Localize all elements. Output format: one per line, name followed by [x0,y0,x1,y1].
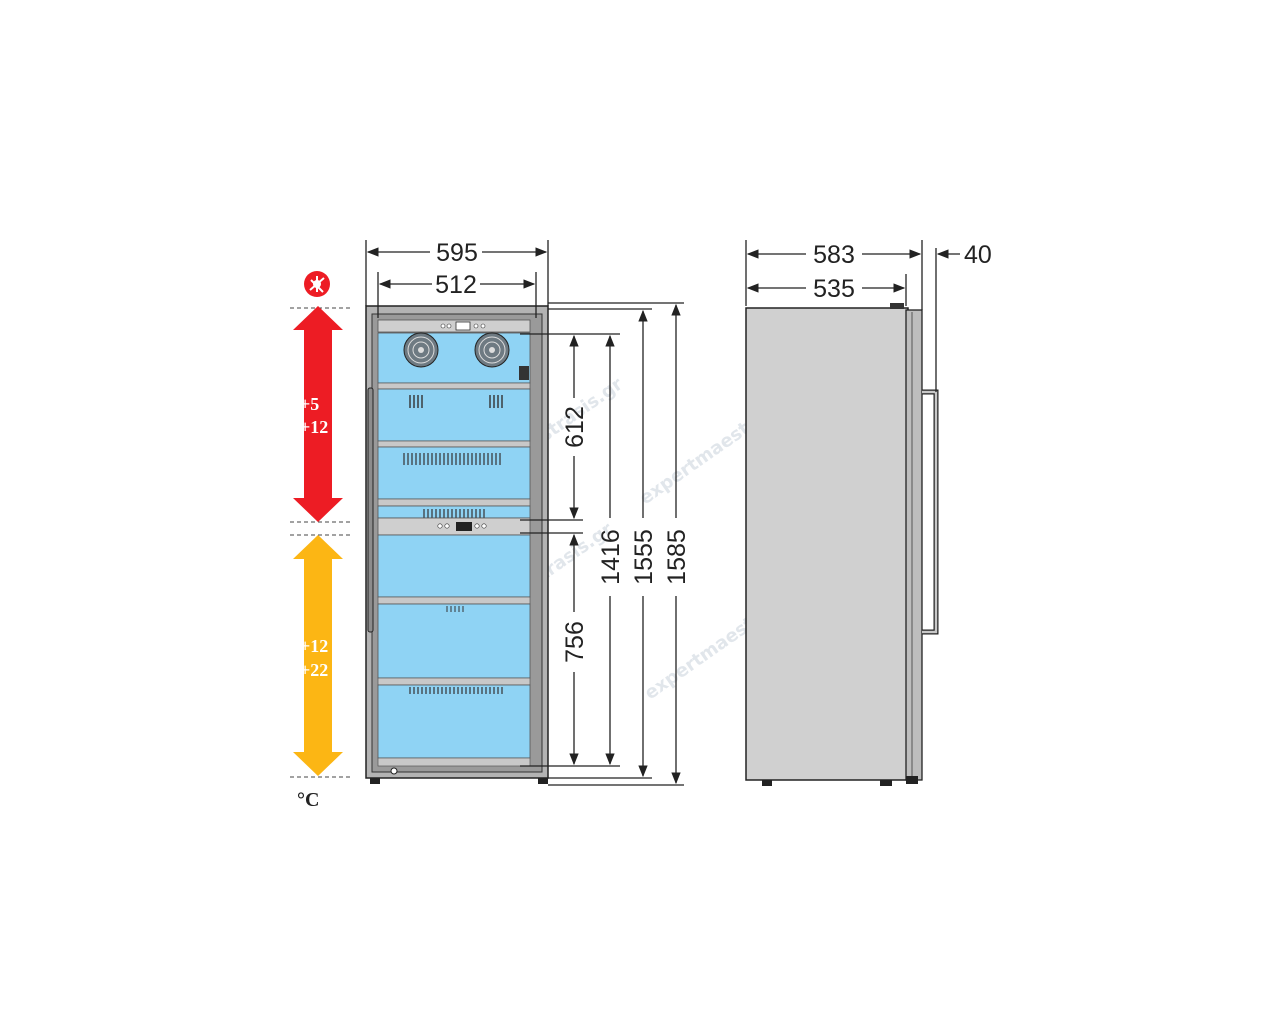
upper-zone-max: +12 [300,417,328,437]
glass-lower-1 [377,534,531,598]
side-door-handle [922,389,939,635]
interior-height-label: 1416 [597,529,625,585]
outer-width-label: 595 [436,239,478,267]
glass-lower-3 [377,684,531,759]
temperature-zones: +5 +12 +12 +22 °C [290,271,350,811]
fan-icon [474,332,510,368]
top-control-panel [377,319,531,333]
upper-zone-arrow [293,306,343,522]
front-view [365,305,549,784]
side-dimensions [745,240,960,392]
temperature-unit: °C [297,789,319,811]
glass-upper-2 [377,388,531,442]
side-panel [745,307,909,781]
glass-lower-2 [377,603,531,679]
side-door [905,309,923,781]
inner-width-label: 512 [435,271,477,299]
upper-zone-min: +5 [300,394,319,414]
lower-zone-arrow [293,535,343,776]
handle-depth-label: 40 [964,241,992,269]
lower-zone-height-label: 756 [561,621,589,663]
front-door-handle [367,387,374,633]
total-height-label: 1585 [663,529,691,585]
upper-zone-height-label: 612 [561,406,589,448]
middle-control-panel [377,517,531,536]
lower-zone-min: +12 [300,636,328,656]
cabinet-height-label: 1555 [630,529,658,585]
fan-icon [403,332,439,368]
side-view [745,303,939,786]
glass-upper-3 [377,446,531,500]
lock-icon [390,767,398,775]
cabinet-depth-label: 535 [813,275,855,303]
outer-depth-label: 583 [813,241,855,269]
cooling-zone-icon [304,271,330,297]
front-dimensions [365,240,684,786]
lower-zone-max: +22 [300,660,328,680]
